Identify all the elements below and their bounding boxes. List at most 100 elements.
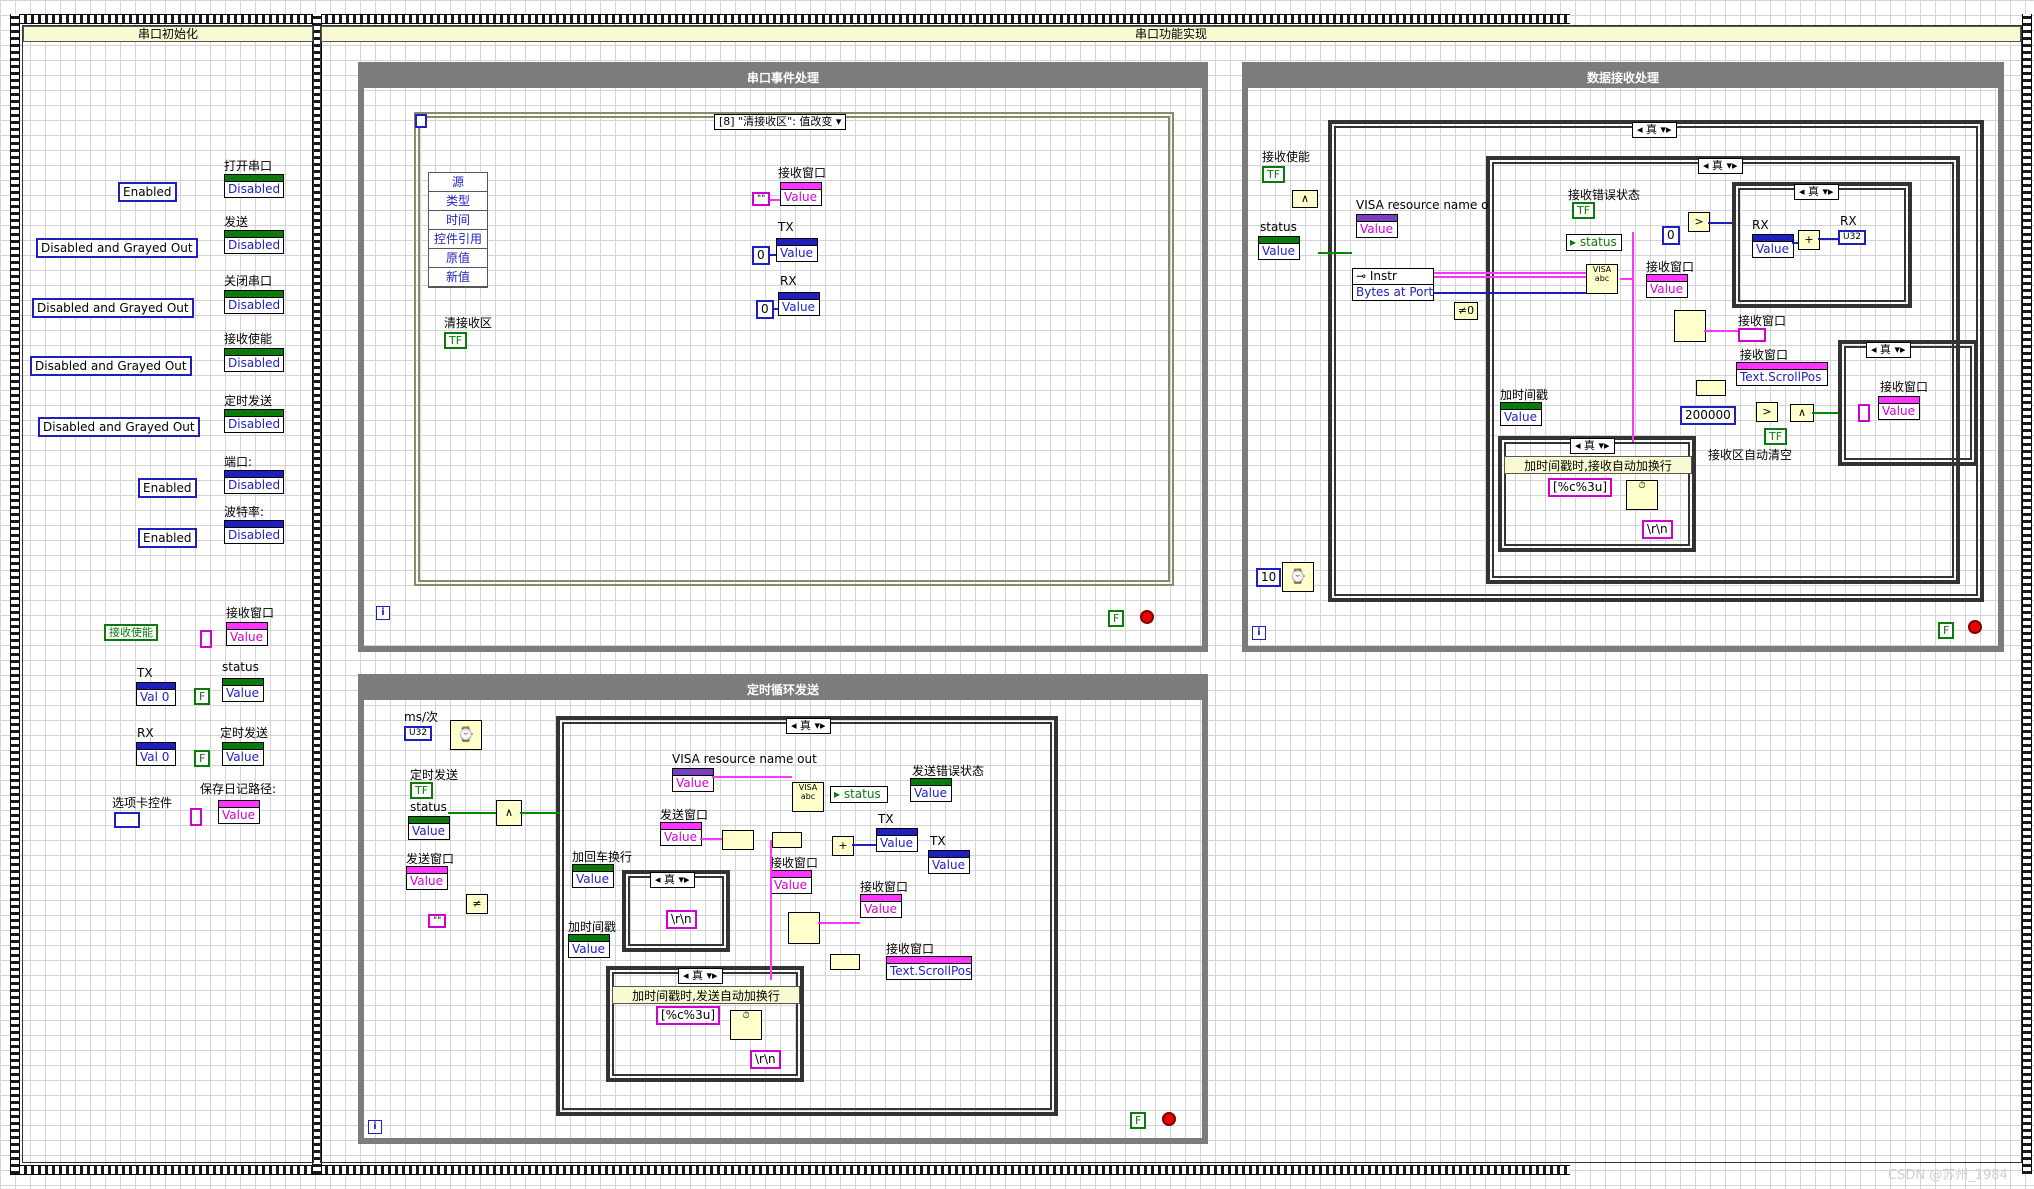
format-string-const[interactable]: [%c%3u] xyxy=(1548,478,1613,497)
property-node[interactable]: Disabled xyxy=(224,470,284,494)
zero-const[interactable]: 0 xyxy=(1662,226,1680,245)
crlf-const[interactable]: \r\n xyxy=(666,910,697,929)
stop-terminal-icon[interactable] xyxy=(1140,610,1154,624)
status-node[interactable]: Value xyxy=(222,678,264,702)
recv-enable-terminal[interactable]: TF xyxy=(1262,166,1286,183)
zero-const[interactable]: 0 xyxy=(752,246,770,265)
case-selector[interactable]: ◂ 真 ▾▸ xyxy=(1698,158,1743,174)
recv-enable-ref[interactable]: 接收使能 xyxy=(104,624,158,641)
visa-write-icon[interactable]: VISA abc xyxy=(792,782,824,812)
false-const[interactable]: F xyxy=(1130,1112,1147,1129)
crlf-const[interactable]: \r\n xyxy=(750,1050,781,1069)
ms-u32-const[interactable]: U32 xyxy=(404,726,433,741)
false-const[interactable]: F xyxy=(194,688,211,705)
info-icon[interactable]: i xyxy=(368,1120,382,1134)
case-selector[interactable]: ◂ 真 ▾▸ xyxy=(1570,438,1615,454)
empty-string-const[interactable]: "" xyxy=(752,192,771,206)
enabled-ring[interactable]: Enabled xyxy=(138,478,197,498)
add-function-icon[interactable]: + xyxy=(1798,230,1820,250)
false-const[interactable]: F xyxy=(1938,622,1955,639)
status-node[interactable]: Value xyxy=(1258,236,1300,260)
string-length-icon[interactable] xyxy=(1696,380,1726,396)
and-function-icon[interactable]: ∧ xyxy=(1790,404,1814,422)
state-ring[interactable]: Disabled and Grayed Out xyxy=(32,298,194,318)
string-length-icon[interactable] xyxy=(772,832,802,848)
case-selector[interactable]: ◂ 真 ▾▸ xyxy=(650,872,695,888)
tx-node[interactable]: Val 0 xyxy=(136,682,176,706)
empty-string-const[interactable] xyxy=(200,630,212,648)
case-selector[interactable]: ◂ 真 ▾▸ xyxy=(1794,184,1839,200)
wait-ms-icon[interactable]: ⌚ xyxy=(450,720,482,750)
not-equal-icon[interactable]: ≠ xyxy=(466,894,488,914)
tab-control-ref[interactable] xyxy=(114,812,140,828)
add-cr-node[interactable]: Value xyxy=(572,864,614,888)
visa-node[interactable]: Value xyxy=(672,768,714,792)
state-ring[interactable]: Disabled and Grayed Out xyxy=(38,417,200,437)
recv-window-node[interactable]: Value xyxy=(860,894,902,918)
enabled-ring[interactable]: Enabled xyxy=(138,528,197,548)
info-icon[interactable]: i xyxy=(376,606,390,620)
format-string-const[interactable]: [%c%3u] xyxy=(656,1006,721,1025)
greater-than-icon[interactable]: > xyxy=(1756,402,1778,422)
state-ring[interactable]: Disabled and Grayed Out xyxy=(30,356,192,376)
rx-node[interactable]: Value xyxy=(1752,234,1794,258)
timestamp-node[interactable]: Value xyxy=(568,934,610,958)
zero-const[interactable]: 0 xyxy=(756,300,774,319)
rx-node[interactable]: Val 0 xyxy=(136,742,176,766)
timed-send-node[interactable]: Value xyxy=(222,742,264,766)
recv-window-node[interactable]: Value xyxy=(226,622,268,646)
case-selector[interactable]: ◂ 真 ▾▸ xyxy=(678,968,723,984)
empty-string-const[interactable] xyxy=(1858,404,1870,422)
wait-ms-icon[interactable]: ⌚ xyxy=(1282,562,1314,592)
tx-node[interactable]: Value xyxy=(876,828,918,852)
property-node[interactable]: Disabled xyxy=(224,290,284,314)
property-node[interactable]: Disabled xyxy=(224,230,284,254)
info-icon[interactable]: i xyxy=(1252,626,1266,640)
status-node[interactable]: Value xyxy=(408,816,450,840)
concat-string-icon[interactable] xyxy=(1674,310,1706,342)
threshold-const[interactable]: 200000 xyxy=(1680,406,1736,425)
send-window-node[interactable]: Value xyxy=(406,866,448,890)
recv-err-terminal[interactable]: TF xyxy=(1572,202,1596,219)
case-selector[interactable]: ◂ 真 ▾▸ xyxy=(1866,342,1911,358)
visa-node[interactable]: Value xyxy=(1356,214,1398,238)
empty-string-const[interactable] xyxy=(190,808,202,826)
scrollpos-node[interactable]: Text.ScrollPos xyxy=(1736,362,1828,386)
case-selector[interactable]: ◂ 真 ▾▸ xyxy=(786,718,831,734)
not-equal-zero-icon[interactable]: ≠0 xyxy=(1454,302,1478,320)
concat-string-icon[interactable] xyxy=(788,912,820,944)
send-window-node[interactable]: Value xyxy=(660,822,702,846)
case-selector[interactable]: ◂ 真 ▾▸ xyxy=(1632,122,1677,138)
false-const[interactable]: F xyxy=(1108,610,1125,627)
wait-ms-const[interactable]: 10 xyxy=(1256,568,1282,587)
greater-than-icon[interactable]: > xyxy=(1688,212,1710,232)
stop-terminal-icon[interactable] xyxy=(1162,1112,1176,1126)
scrollpos-node[interactable]: Text.ScrollPos xyxy=(886,956,972,980)
timestamp-icon[interactable]: ⏱ xyxy=(730,1010,762,1040)
log-path-node[interactable]: Value xyxy=(218,800,260,824)
concat-string-icon[interactable] xyxy=(722,830,754,850)
timestamp-node[interactable]: Value xyxy=(1500,402,1542,426)
recv-window-node[interactable]: Value xyxy=(780,182,822,206)
enabled-ring[interactable]: Enabled xyxy=(118,182,177,202)
property-node[interactable]: Disabled xyxy=(224,348,284,372)
add-function-icon[interactable]: + xyxy=(832,836,854,856)
recv-window-node[interactable]: Value xyxy=(1878,396,1920,420)
false-const[interactable]: F xyxy=(194,750,211,767)
and-function-icon[interactable]: ∧ xyxy=(1292,190,1318,208)
compound-and-icon[interactable]: ∧ xyxy=(496,800,522,826)
clear-recv-terminal[interactable]: TF xyxy=(444,332,468,349)
send-err-node[interactable]: Value xyxy=(910,778,952,802)
property-node[interactable]: Disabled xyxy=(224,520,284,544)
timed-send-terminal[interactable]: TF xyxy=(410,782,434,799)
event-selector[interactable]: [8] "清接收区": 值改变 ▾ xyxy=(714,114,847,130)
property-node[interactable]: Disabled xyxy=(224,409,284,433)
auto-clear-terminal[interactable]: TF xyxy=(1764,428,1788,445)
recv-window-node[interactable]: Value xyxy=(770,870,812,894)
state-ring[interactable]: Disabled and Grayed Out xyxy=(36,238,198,258)
recv-window-node[interactable]: Value xyxy=(1646,274,1688,298)
rx-node[interactable]: Value xyxy=(778,292,820,316)
status-bundle-node[interactable]: ▸ status xyxy=(830,786,888,803)
event-data-node[interactable]: 源 类型 时间 控件引用 原值 新值 xyxy=(428,172,488,288)
